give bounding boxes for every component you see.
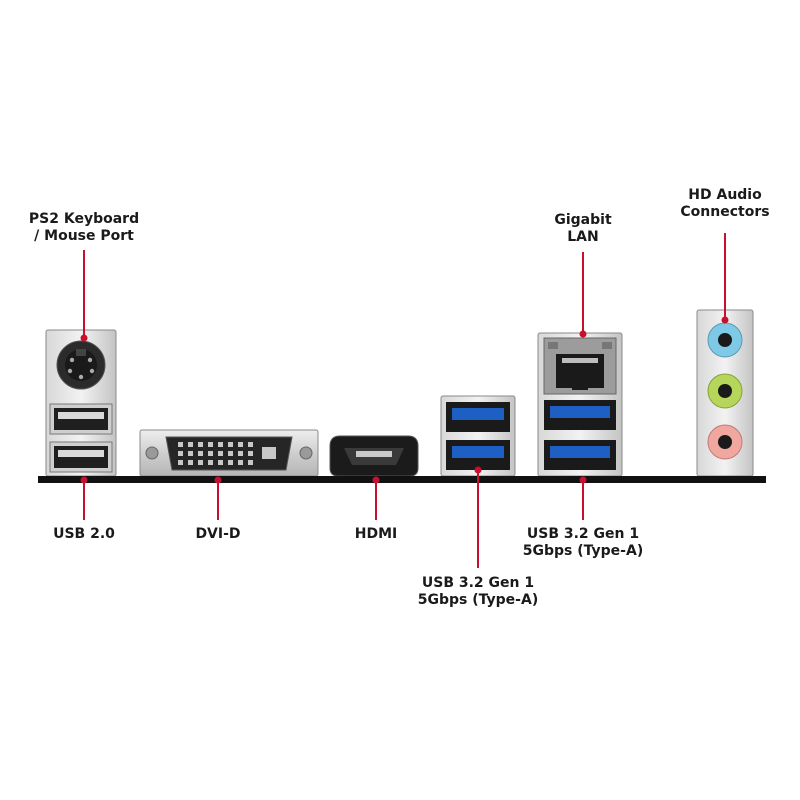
dvi-pin xyxy=(188,442,193,447)
leader-dot-hdmi xyxy=(372,476,380,484)
label-ps2-keyboard-mouse-port: PS2 Keyboard / Mouse Port xyxy=(28,211,140,244)
usb2-port-bottom xyxy=(49,441,113,473)
dvi-pin xyxy=(248,442,253,447)
dvi-pin xyxy=(228,442,233,447)
hd-audio-stack xyxy=(696,309,754,477)
audio-jack-pink xyxy=(707,424,743,460)
dvi-pin xyxy=(228,460,233,465)
leader-dot-ps2 xyxy=(80,334,88,342)
dvi-pin xyxy=(198,460,203,465)
dvi-pin xyxy=(218,451,223,456)
leader-lines xyxy=(83,233,726,568)
audio-jack-blue xyxy=(707,322,743,358)
dvi-pin xyxy=(208,460,213,465)
dvi-pin xyxy=(188,451,193,456)
dvi-pin xyxy=(178,460,183,465)
dvi-pin xyxy=(218,460,223,465)
dvi-pin xyxy=(248,460,253,465)
dvi-pin xyxy=(228,451,233,456)
dvi-pin xyxy=(198,451,203,456)
usb32-right-port-top xyxy=(544,400,616,430)
dvi-pin xyxy=(208,442,213,447)
usb32-left-stack xyxy=(440,395,516,477)
leader-dot-usb32-left xyxy=(474,466,482,474)
dvi-pin xyxy=(178,451,183,456)
usb32-left-port-bottom xyxy=(446,440,510,470)
dvi-d-port xyxy=(139,429,319,477)
dvi-pin xyxy=(178,442,183,447)
label-hdmi: HDMI xyxy=(354,526,398,542)
leader-dot-lan xyxy=(579,330,587,338)
label-usb32-right: USB 3.2 Gen 1 5Gbps (Type-A) xyxy=(522,526,644,559)
leader-dot-usb32-right xyxy=(579,476,587,484)
dvi-pin xyxy=(208,451,213,456)
lan-port xyxy=(543,337,617,395)
leader-dot-dvid xyxy=(214,476,222,484)
leader-dot-usb2 xyxy=(80,476,88,484)
ps2-usb2-stack xyxy=(45,329,117,477)
label-dvi-d: DVI-D xyxy=(195,526,241,542)
label-hd-audio-connectors: HD Audio Connectors xyxy=(680,187,770,220)
dvi-pin xyxy=(218,442,223,447)
hdmi-port xyxy=(329,435,419,477)
ps2-port xyxy=(56,340,106,390)
dvi-pin xyxy=(198,442,203,447)
leader-dot-audio xyxy=(721,316,729,324)
label-usb32-left: USB 3.2 Gen 1 5Gbps (Type-A) xyxy=(417,575,539,608)
dvi-pin xyxy=(238,442,243,447)
io-shield-baseline xyxy=(38,476,766,483)
label-gigabit-lan: Gigabit LAN xyxy=(554,212,612,245)
usb2-port-top xyxy=(49,403,113,435)
usb32-right-port-bottom xyxy=(544,440,616,470)
dvi-pin xyxy=(238,460,243,465)
usb32-left-port-top xyxy=(446,402,510,432)
audio-jack-green xyxy=(707,373,743,409)
lan-usb32-right-stack xyxy=(537,332,623,477)
dvi-pin xyxy=(248,451,253,456)
dvi-pin xyxy=(188,460,193,465)
dvi-pin xyxy=(238,451,243,456)
label-usb-2-0: USB 2.0 xyxy=(53,526,115,542)
